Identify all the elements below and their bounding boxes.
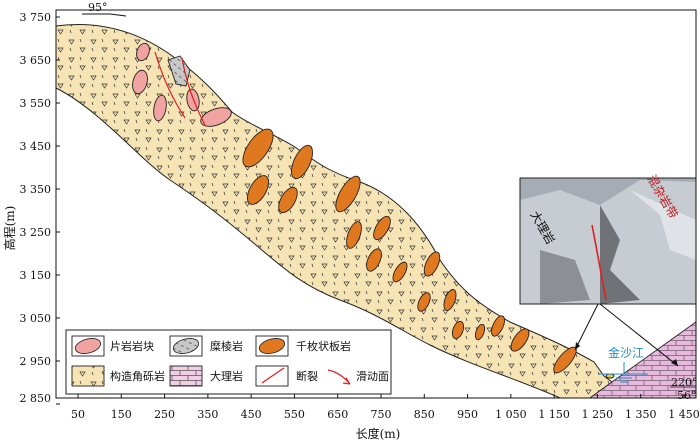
legend-swatch-phyllite xyxy=(258,338,286,354)
y-tick-label: 3 550 xyxy=(20,97,52,110)
x-tick-label: 1 150 xyxy=(538,408,570,421)
x-tick-label: 1 050 xyxy=(495,408,527,421)
x-tick-label: 450 xyxy=(241,408,262,421)
phyllite-lenses xyxy=(242,128,615,379)
x-axis: 50 150 250 350 450 550 650 750 850 950 1 050 1 150 1… xyxy=(71,394,700,421)
schist-block xyxy=(136,42,150,62)
breccia-slope-body xyxy=(55,23,613,399)
x-tick-label: 1 350 xyxy=(625,408,657,421)
y-axis: 3 750 3 650 3 550 3 450 3 350 3 250 3 150 3 050… xyxy=(20,11,60,405)
schist-blocks xyxy=(132,42,232,127)
x-tick-label: 650 xyxy=(327,408,348,421)
y-tick-label: 3 250 xyxy=(20,226,52,239)
legend-label-fault: 断裂 xyxy=(296,369,318,383)
legend-swatch-fault xyxy=(261,367,285,384)
legend-swatch-breccia xyxy=(71,365,105,387)
x-tick-label: 950 xyxy=(457,408,478,421)
legend-label-phyllite: 千枚状板岩 xyxy=(296,339,351,353)
y-tick-label: 2 950 xyxy=(20,355,52,368)
y-axis-title: 高程(m) xyxy=(2,206,17,251)
x-tick-label: 50 xyxy=(71,408,85,421)
mylonite-block xyxy=(167,55,191,87)
legend-label-mylonite: 糜棱岩 xyxy=(210,339,243,353)
legend-label-marble: 大理岩 xyxy=(210,369,243,383)
river-label: 金沙江 xyxy=(608,345,644,360)
y-tick-label: 3 750 xyxy=(20,11,52,24)
top-dip-label: 95° xyxy=(88,1,108,14)
schist-block xyxy=(200,107,232,127)
y-tick-label: 3 450 xyxy=(20,140,52,153)
y-tick-label: 3 350 xyxy=(20,183,52,196)
y-tick-label: 3 050 xyxy=(20,312,52,325)
y-tick-label: 2 850 xyxy=(20,392,52,405)
top-dip-annotation: 95° xyxy=(82,1,127,17)
legend: 片岩岩块 糜棱岩 千枚状板岩 构造角砾岩 大理岩 断裂 滑动面 xyxy=(65,329,392,395)
schist-block xyxy=(132,69,148,95)
river xyxy=(598,362,648,383)
x-tick-label: 150 xyxy=(111,408,132,421)
schist-block xyxy=(153,94,167,122)
plot-frame xyxy=(55,9,697,399)
x-tick-label: 850 xyxy=(414,408,435,421)
x-tick-label: 1 450 xyxy=(668,408,700,421)
x-tick-label: 1 250 xyxy=(582,408,614,421)
photo-inset: 大理岩 混杂岩带 xyxy=(519,172,697,367)
legend-swatch-slip xyxy=(327,369,351,385)
legend-swatch-marble xyxy=(169,365,203,387)
faults xyxy=(154,51,206,126)
dip-direction-label: 220° xyxy=(671,376,698,389)
legend-swatch-schist xyxy=(74,338,102,354)
x-tick-label: 550 xyxy=(284,408,305,421)
x-tick-label: 350 xyxy=(197,408,218,421)
x-tick-label: 250 xyxy=(154,408,175,421)
y-tick-label: 3 150 xyxy=(20,269,52,282)
legend-label-breccia: 构造角砾岩 xyxy=(110,369,165,383)
legend-box xyxy=(65,329,392,395)
y-tick-label: 3 650 xyxy=(20,54,52,67)
legend-label-schist: 片岩岩块 xyxy=(110,339,154,353)
legend-swatch-mylonite xyxy=(172,338,200,354)
x-axis-title: 长度(m) xyxy=(356,426,401,441)
dip-angle-label: 56° xyxy=(677,389,697,402)
legend-label-slip: 滑动面 xyxy=(356,370,389,383)
x-tick-label: 750 xyxy=(371,408,392,421)
marble-wedge-overlay xyxy=(590,322,696,398)
